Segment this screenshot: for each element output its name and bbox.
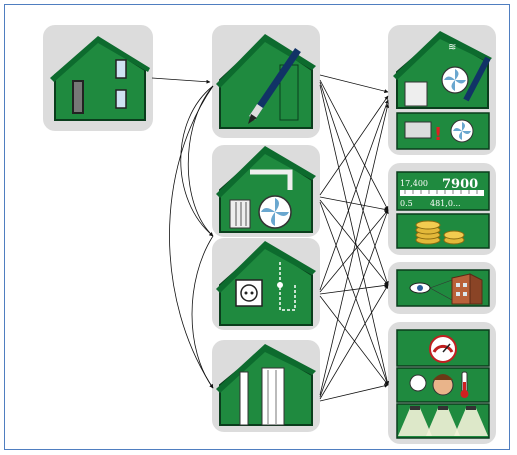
house-icon bbox=[50, 36, 150, 121]
svg-text:0.5: 0.5 bbox=[400, 199, 413, 208]
eye-view-building-icon bbox=[396, 269, 490, 307]
design-pen-house-icon bbox=[216, 34, 316, 129]
svg-text:≋: ≋ bbox=[448, 42, 456, 53]
construction-house-icon bbox=[216, 344, 316, 426]
services-ventilation-icon: ≋ bbox=[393, 31, 492, 109]
svg-text:7900: 7900 bbox=[442, 177, 478, 192]
svg-text:17,400: 17,400 bbox=[400, 179, 428, 188]
building-services-house-icon bbox=[216, 146, 316, 233]
measurement-ruler-icon: 17,400 7900 0.5 481,0... bbox=[396, 171, 490, 211]
svg-text:481,0...: 481,0... bbox=[430, 199, 461, 208]
connection-arrows bbox=[151, 74, 390, 402]
coins-cost-icon bbox=[396, 213, 490, 249]
comfort-temperature-icon bbox=[396, 367, 490, 403]
electrical-house-icon bbox=[216, 241, 316, 326]
gauge-icon bbox=[396, 329, 490, 367]
lighting-icon bbox=[396, 403, 490, 439]
warning-fan-icon: ! bbox=[396, 112, 490, 150]
svg-text:!: ! bbox=[434, 124, 442, 145]
